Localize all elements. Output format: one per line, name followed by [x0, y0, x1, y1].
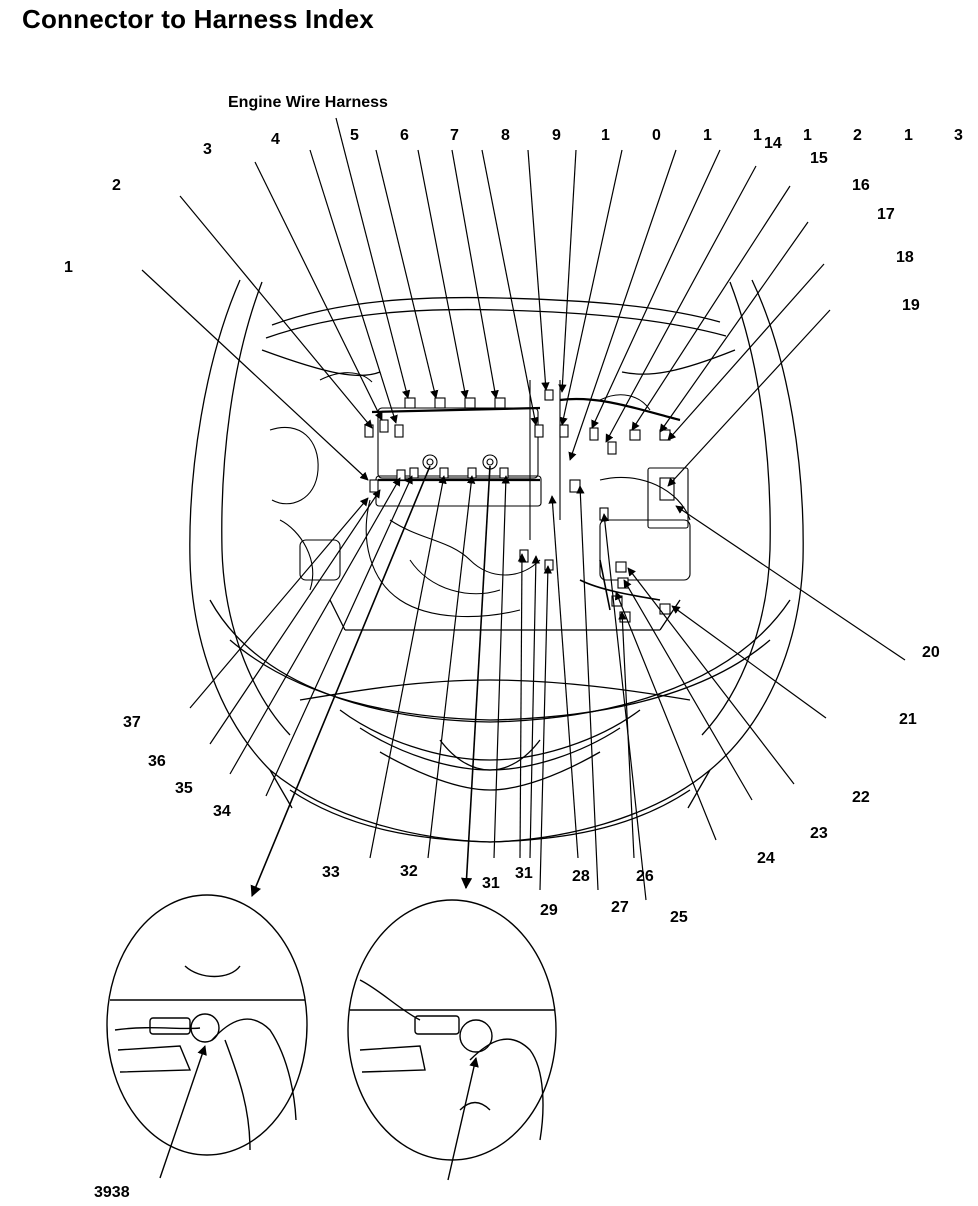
callout-15: 15: [810, 150, 828, 167]
callout-24: 24: [757, 850, 775, 867]
page-title: Connector to Harness Index: [22, 4, 374, 34]
callout-12-digit-2: 2: [853, 127, 862, 144]
callout-32: 32: [400, 863, 418, 880]
callout-13-digit-2: 3: [954, 127, 963, 144]
callout-21: 21: [899, 711, 917, 728]
engine-block: [269, 372, 691, 623]
callout-29: 29: [540, 902, 558, 919]
inset-right: [347, 899, 557, 1181]
callout-1: 1: [64, 259, 73, 276]
callout-10-digit-0: 0: [652, 127, 661, 144]
callout-11-digit-2: 1: [753, 127, 762, 144]
inset-left: [106, 894, 308, 1179]
callout-5: 5: [350, 127, 359, 144]
callout-31-b: 31: [482, 875, 500, 892]
callout-9: 9: [552, 127, 561, 144]
harness-subtitle: Engine Wire Harness: [228, 94, 388, 111]
callout-18: 18: [896, 249, 914, 266]
callout-labels: 1 2 3 4 5 6 7 8 9 1 0 1 1 14 1 2 1 3 15 …: [64, 127, 963, 1201]
callout-22: 22: [852, 789, 870, 806]
callout-10-digit-1: 1: [601, 127, 610, 144]
callout-25: 25: [670, 909, 688, 926]
callout-14: 14: [764, 135, 782, 152]
callout-3938: 3938: [94, 1184, 130, 1201]
callout-2: 2: [112, 177, 121, 194]
callout-19: 19: [902, 297, 920, 314]
callout-17: 17: [877, 206, 895, 223]
callout-36: 36: [148, 753, 166, 770]
callout-3: 3: [203, 141, 212, 158]
callout-28: 28: [572, 868, 590, 885]
callout-7: 7: [450, 127, 459, 144]
callout-4: 4: [271, 131, 280, 148]
leader-lines: [141, 117, 906, 901]
callout-11-digit-1: 1: [703, 127, 712, 144]
callout-26: 26: [636, 868, 654, 885]
callout-34: 34: [213, 803, 231, 820]
callout-35: 35: [175, 780, 193, 797]
callout-37: 37: [123, 714, 141, 731]
callout-12-digit-1: 1: [803, 127, 812, 144]
callout-16: 16: [852, 177, 870, 194]
car-outline: [189, 279, 804, 843]
callout-31-a: 31: [515, 865, 533, 882]
callout-20: 20: [922, 644, 940, 661]
callout-6: 6: [400, 127, 409, 144]
callout-23: 23: [810, 825, 828, 842]
callout-8: 8: [501, 127, 510, 144]
callout-33: 33: [322, 864, 340, 881]
callout-27: 27: [611, 899, 629, 916]
callout-13-digit-1: 1: [904, 127, 913, 144]
